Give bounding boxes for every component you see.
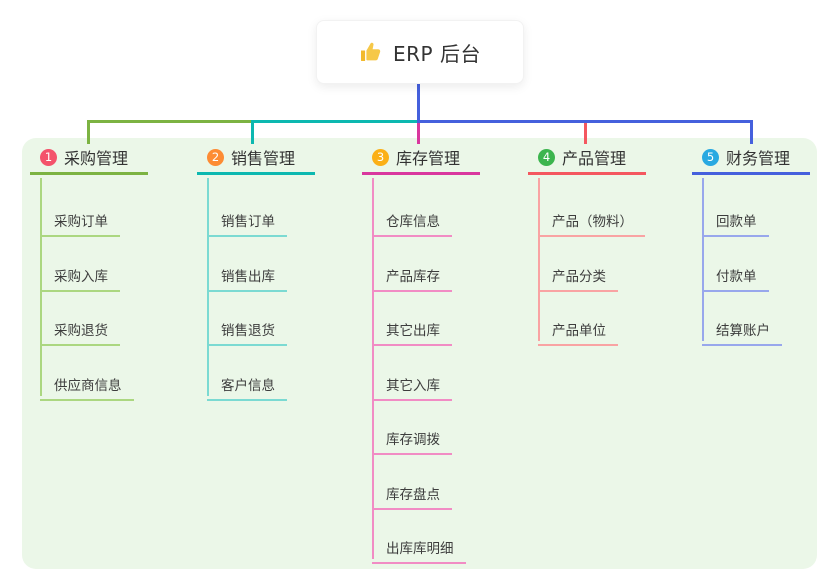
branch-label: 产品管理 xyxy=(562,149,627,168)
child-node[interactable]: 其它出库 xyxy=(372,311,452,346)
child-node[interactable]: 采购入库 xyxy=(40,257,120,292)
child-node[interactable]: 销售订单 xyxy=(207,202,287,237)
branch-label: 销售管理 xyxy=(231,149,296,168)
child-node[interactable]: 结算账户 xyxy=(702,311,782,346)
child-node[interactable]: 仓库信息 xyxy=(372,202,452,237)
branch-spine-line xyxy=(207,178,209,396)
branch-spine-line xyxy=(702,178,704,341)
child-node[interactable]: 库存调拨 xyxy=(372,420,452,455)
branch-spine-line xyxy=(372,178,374,559)
child-node[interactable]: 其它入库 xyxy=(372,366,452,401)
child-node[interactable]: 采购退货 xyxy=(40,311,120,346)
branch-node-5[interactable]: 5 财务管理 xyxy=(692,146,810,175)
child-node[interactable]: 回款单 xyxy=(702,202,769,237)
child-node[interactable]: 采购订单 xyxy=(40,202,120,237)
branch-node-3[interactable]: 3 库存管理 xyxy=(362,146,480,175)
child-node[interactable]: 产品库存 xyxy=(372,257,452,292)
branch-spine-line xyxy=(538,178,540,341)
thumbs-up-icon xyxy=(359,40,383,64)
child-node[interactable]: 产品单位 xyxy=(538,311,618,346)
branches-panel xyxy=(22,138,817,569)
branch-number-badge: 4 xyxy=(538,148,555,166)
root-label: ERP 后台 xyxy=(393,41,481,66)
branch-label: 财务管理 xyxy=(726,149,791,168)
branch-number-badge: 1 xyxy=(40,148,57,166)
child-node[interactable]: 库存盘点 xyxy=(372,475,452,510)
child-node[interactable]: 客户信息 xyxy=(207,366,287,401)
branch-label: 库存管理 xyxy=(396,149,461,168)
branch-spine-line xyxy=(40,178,42,396)
child-node[interactable]: 付款单 xyxy=(702,257,769,292)
branch-node-4[interactable]: 4 产品管理 xyxy=(528,146,646,175)
branch-number-badge: 5 xyxy=(702,148,719,166)
branch-number-badge: 3 xyxy=(372,148,389,166)
child-node[interactable]: 销售退货 xyxy=(207,311,287,346)
root-node[interactable]: ERP 后台 xyxy=(316,20,524,84)
child-node[interactable]: 产品（物料） xyxy=(538,202,645,237)
branch-number-badge: 2 xyxy=(207,148,224,166)
branch-label: 采购管理 xyxy=(64,149,129,168)
child-node[interactable]: 产品分类 xyxy=(538,257,618,292)
branch-node-2[interactable]: 2 销售管理 xyxy=(197,146,315,175)
child-node[interactable]: 供应商信息 xyxy=(40,366,134,401)
branch-node-1[interactable]: 1 采购管理 xyxy=(30,146,148,175)
child-node[interactable]: 销售出库 xyxy=(207,257,287,292)
child-node[interactable]: 出库库明细 xyxy=(372,529,466,564)
